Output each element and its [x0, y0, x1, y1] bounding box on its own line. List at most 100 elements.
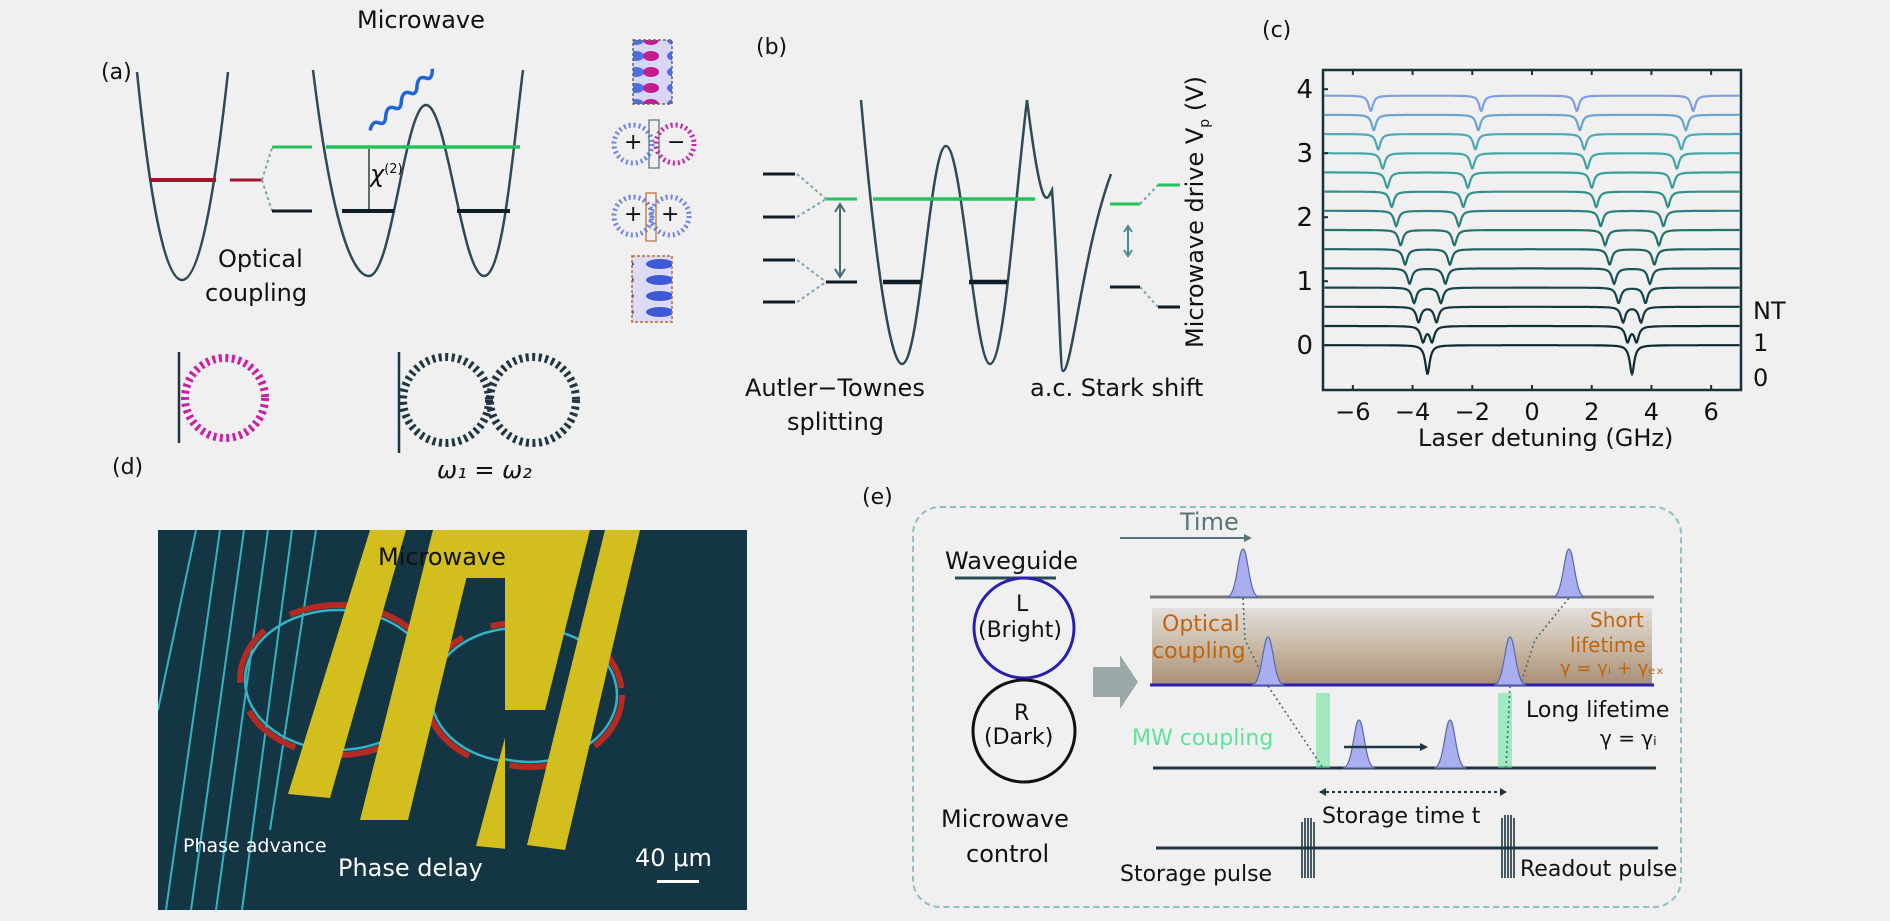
- mode-pair-symmetric: [611, 192, 692, 242]
- mode-R-line2: (Dark): [984, 725, 1054, 750]
- short-lifetime-formula: γ = γᵢ + γₑₓ: [1560, 658, 1664, 679]
- phase-advance-label: Phase advance: [183, 835, 327, 857]
- y-tick-label: 3: [1296, 139, 1313, 169]
- pulse-group: [1226, 548, 1586, 769]
- series-line-1.8: [1324, 228, 1740, 248]
- y-tick-label: 2: [1296, 203, 1313, 233]
- panel-a-microwave-label: Microwave: [357, 6, 485, 34]
- micrograph-right-part: 40 μm: [505, 530, 747, 910]
- gaussian-pulse: [1342, 719, 1376, 769]
- gaussian-pulse: [1251, 636, 1285, 686]
- pulse-path-dotted-4: [1519, 597, 1570, 687]
- long-lifetime-line1: Long lifetime: [1526, 698, 1670, 723]
- waveguide-label: Waveguide: [945, 547, 1078, 575]
- panel-b-label: (b): [756, 35, 788, 60]
- process-arrow-icon: [1093, 655, 1138, 709]
- panel-d-label: (d): [112, 455, 144, 480]
- y-tick-label: 0: [1296, 331, 1313, 361]
- ring-plus-right: [648, 194, 692, 238]
- x-tick-label: −4: [1395, 398, 1430, 426]
- pulse-path-dotted-3: [1505, 685, 1511, 769]
- gaussian-pulse: [1226, 548, 1260, 598]
- mode-L-line2: (Bright): [978, 618, 1062, 643]
- series-line-0.0: [1324, 344, 1740, 377]
- mode-R-line1: R: [1014, 701, 1030, 726]
- gaussian-pulse: [1433, 719, 1467, 769]
- short-lifetime-line2: lifetime: [1570, 633, 1646, 657]
- short-lifetime-line1: Short: [1590, 608, 1644, 632]
- micrograph-svg: [158, 530, 505, 910]
- pulse-path-dotted-2: [1267, 685, 1324, 769]
- readout-pulse-burst: [1501, 815, 1515, 878]
- mw-coupling-label: MW coupling: [1132, 726, 1274, 751]
- b-well-right: [1025, 99, 1113, 373]
- ring-dark-right: [486, 353, 580, 447]
- device-micrograph: Microwave Phase advance Phase delay: [158, 530, 505, 910]
- ring-minus-right: [653, 122, 697, 166]
- series-line-0.3: [1324, 324, 1740, 345]
- time-label: Time: [1180, 508, 1239, 536]
- scale-bar: [657, 880, 699, 883]
- micrograph-right-svg: [505, 530, 640, 850]
- ring-plus-left-2: [611, 194, 655, 238]
- series-line-1.5: [1324, 248, 1740, 267]
- optical-coupling-band: [1152, 608, 1652, 686]
- mode-sign-plus-3: +: [661, 202, 680, 227]
- dark-mode-ring: [971, 678, 1077, 784]
- mode-image-symmetric: [631, 255, 673, 323]
- scale-bar-label: 40 μm: [635, 844, 712, 872]
- series-line-2.4: [1324, 190, 1740, 209]
- mode-pair-antisymmetric: [611, 119, 697, 169]
- coupling-gap-1: [648, 119, 660, 169]
- storage-time-label: Storage time t: [1322, 804, 1481, 829]
- panel-e-label: (e): [862, 485, 893, 510]
- series-line-3.3: [1324, 132, 1740, 152]
- ring-dark-left: [399, 353, 493, 447]
- optical-coupling-e-line2: coupling: [1152, 639, 1246, 664]
- right-annotation-label: 1: [1753, 329, 1768, 357]
- micrograph-microwave-label: Microwave: [378, 543, 505, 571]
- series-line-2.7: [1324, 171, 1740, 190]
- y-tick-label: 1: [1296, 267, 1313, 297]
- microwave-control-line1: Microwave: [941, 805, 1069, 833]
- stark-arrow-heads: [1123, 224, 1133, 258]
- mw-coupling-band-2: [1498, 693, 1512, 768]
- x-tick-label: 4: [1644, 398, 1659, 426]
- microwave-control-line2: control: [966, 840, 1050, 868]
- chi-label: χ(2): [370, 162, 403, 186]
- bright-mode-ring: [972, 576, 1076, 680]
- stark-dotted: [1139, 184, 1159, 308]
- series-line-0.9: [1324, 286, 1740, 305]
- readout-pulse-label: Readout pulse: [1520, 857, 1678, 882]
- mode-sign-plus-1: +: [624, 130, 643, 155]
- mw-coupling-band-1: [1316, 693, 1330, 768]
- gaussian-pulse: [1493, 636, 1527, 686]
- double-well-curve: [311, 69, 525, 278]
- x-tick-label: 6: [1704, 398, 1719, 426]
- single-well-curve: [135, 71, 230, 282]
- b-double-well-curve: [859, 99, 1029, 366]
- x-tick-label: 0: [1524, 398, 1539, 426]
- chart-xlabel: Laser detuning (GHz): [1418, 424, 1674, 452]
- autler-townes-line1: Autler−Townes: [745, 374, 925, 402]
- y-tick-label: 4: [1296, 75, 1313, 105]
- series-line-2.1: [1324, 209, 1740, 228]
- series-line-0.6: [1324, 305, 1740, 325]
- stark-shift-label: a.c. Stark shift: [1030, 374, 1204, 402]
- series-line-3.6: [1324, 113, 1740, 132]
- x-tick-label: −2: [1455, 398, 1490, 426]
- gaussian-pulse: [1552, 548, 1586, 598]
- panel-a-label: (a): [101, 60, 132, 85]
- microwave-wave-icon: [368, 68, 435, 131]
- x-tick-label: 2: [1584, 398, 1599, 426]
- mode-sign-minus: −: [667, 130, 686, 155]
- storage-pulse-burst: [1301, 818, 1315, 878]
- optical-coupling-e-line1: Optical: [1162, 612, 1240, 637]
- ring-magenta: [181, 354, 269, 442]
- panel-a-optical-coupling-line2: coupling: [205, 279, 308, 307]
- mode-L-line1: L: [1016, 592, 1029, 617]
